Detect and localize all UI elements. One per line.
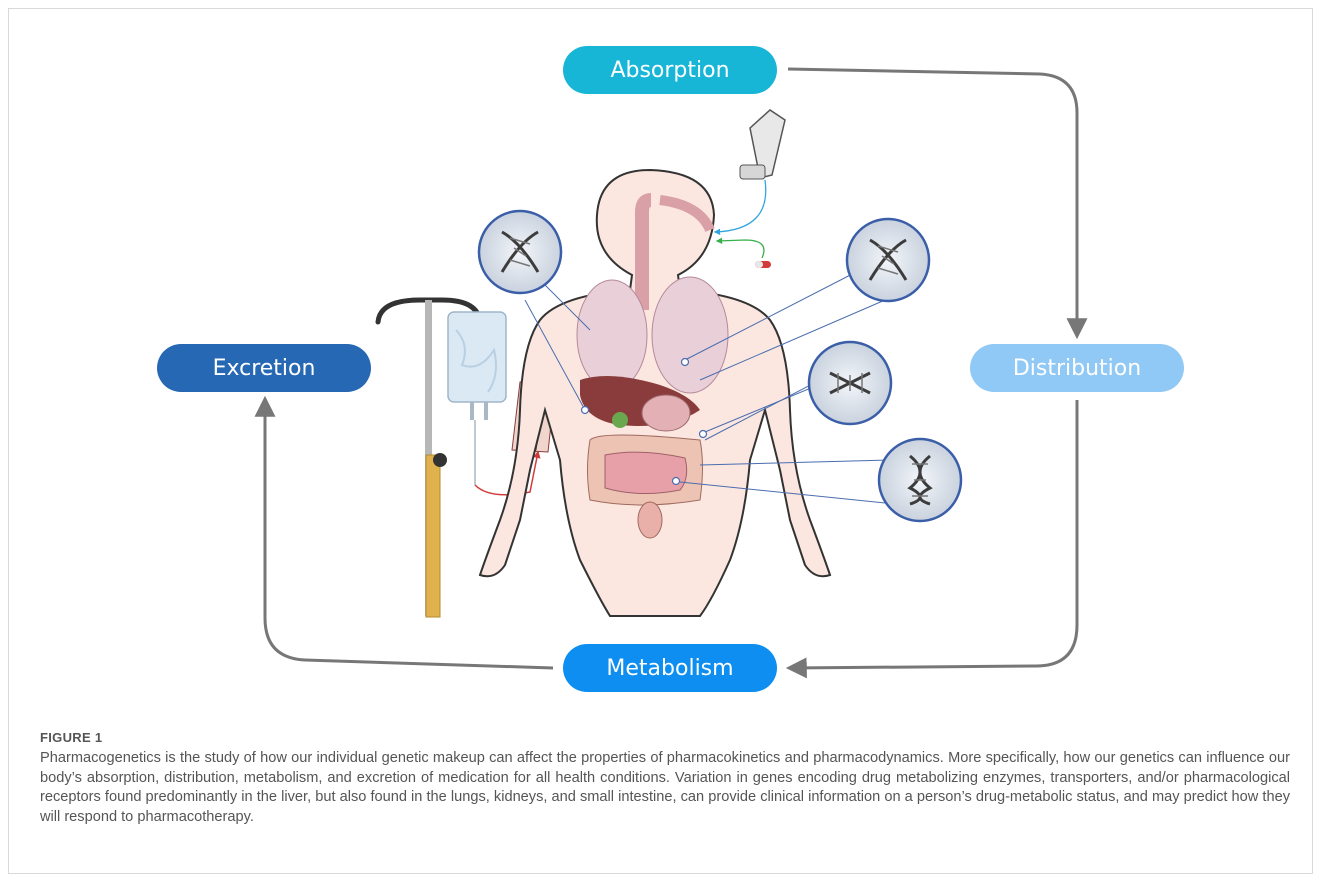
dna-icon	[479, 211, 561, 293]
figure-caption: FIGURE 1 Pharmacogenetics is the study o…	[40, 730, 1290, 827]
metabolism-stage: Metabolism	[563, 644, 777, 692]
distribution-stage: Distribution	[970, 344, 1184, 392]
iv-stand-illustration	[378, 300, 538, 617]
excretion-stage: Excretion	[157, 344, 371, 392]
dna-icon	[809, 342, 891, 424]
figure-label: FIGURE 1	[40, 730, 1290, 745]
figure-caption-text: Pharmacogenetics is the study of how our…	[40, 749, 1290, 827]
inhaler-and-pill-illustration	[715, 110, 785, 268]
absorption-stage: Absorption	[563, 46, 777, 94]
dna-icon	[847, 219, 929, 301]
dna-icon	[879, 439, 961, 521]
arrow-absorption-to-distribution	[788, 69, 1077, 335]
